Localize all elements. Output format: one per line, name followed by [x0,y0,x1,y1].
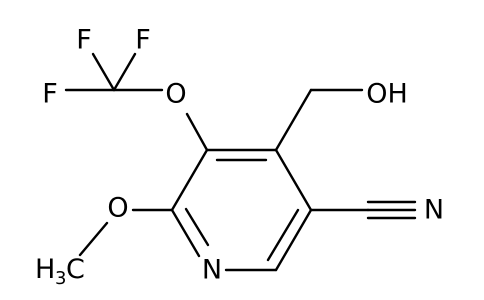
bond-n1-c2-inner [184,207,210,247]
bond-n1-c2 [170,208,201,258]
atom-label-o-methoxy: O [107,193,128,224]
atom-label-f: F [42,79,58,110]
bond-c2-c3 [170,148,209,212]
methyl-subscript: 3 [55,268,66,289]
atom-label-oh: OH [366,79,408,110]
bond-c5-c6-inner [266,208,300,262]
methyl-c-text: C [66,254,85,285]
atom-label-n-ring: N [202,255,222,286]
bond-cf3-f-top-right [112,52,137,92]
methyl-label: H 3 C [35,254,85,289]
atom-label-layer: F F F O OH N O N H 3 C [35,25,444,290]
bond-c4-ch2 [274,88,313,152]
atom-label-f: F [76,25,92,56]
bond-c4-c5 [274,148,313,212]
bond-layer [64,52,417,272]
methyl-h-text: H [35,254,55,285]
bond-o-methoxy-ch3 [78,221,109,257]
bond-c3-o-ether [185,112,209,152]
bond-cf3-f-top-left [91,52,116,92]
atom-label-f: F [135,25,151,56]
atom-label-n-nitrile: N [424,195,444,226]
atom-label-o-ether: O [165,79,186,110]
bond-c5-c6 [274,208,313,272]
